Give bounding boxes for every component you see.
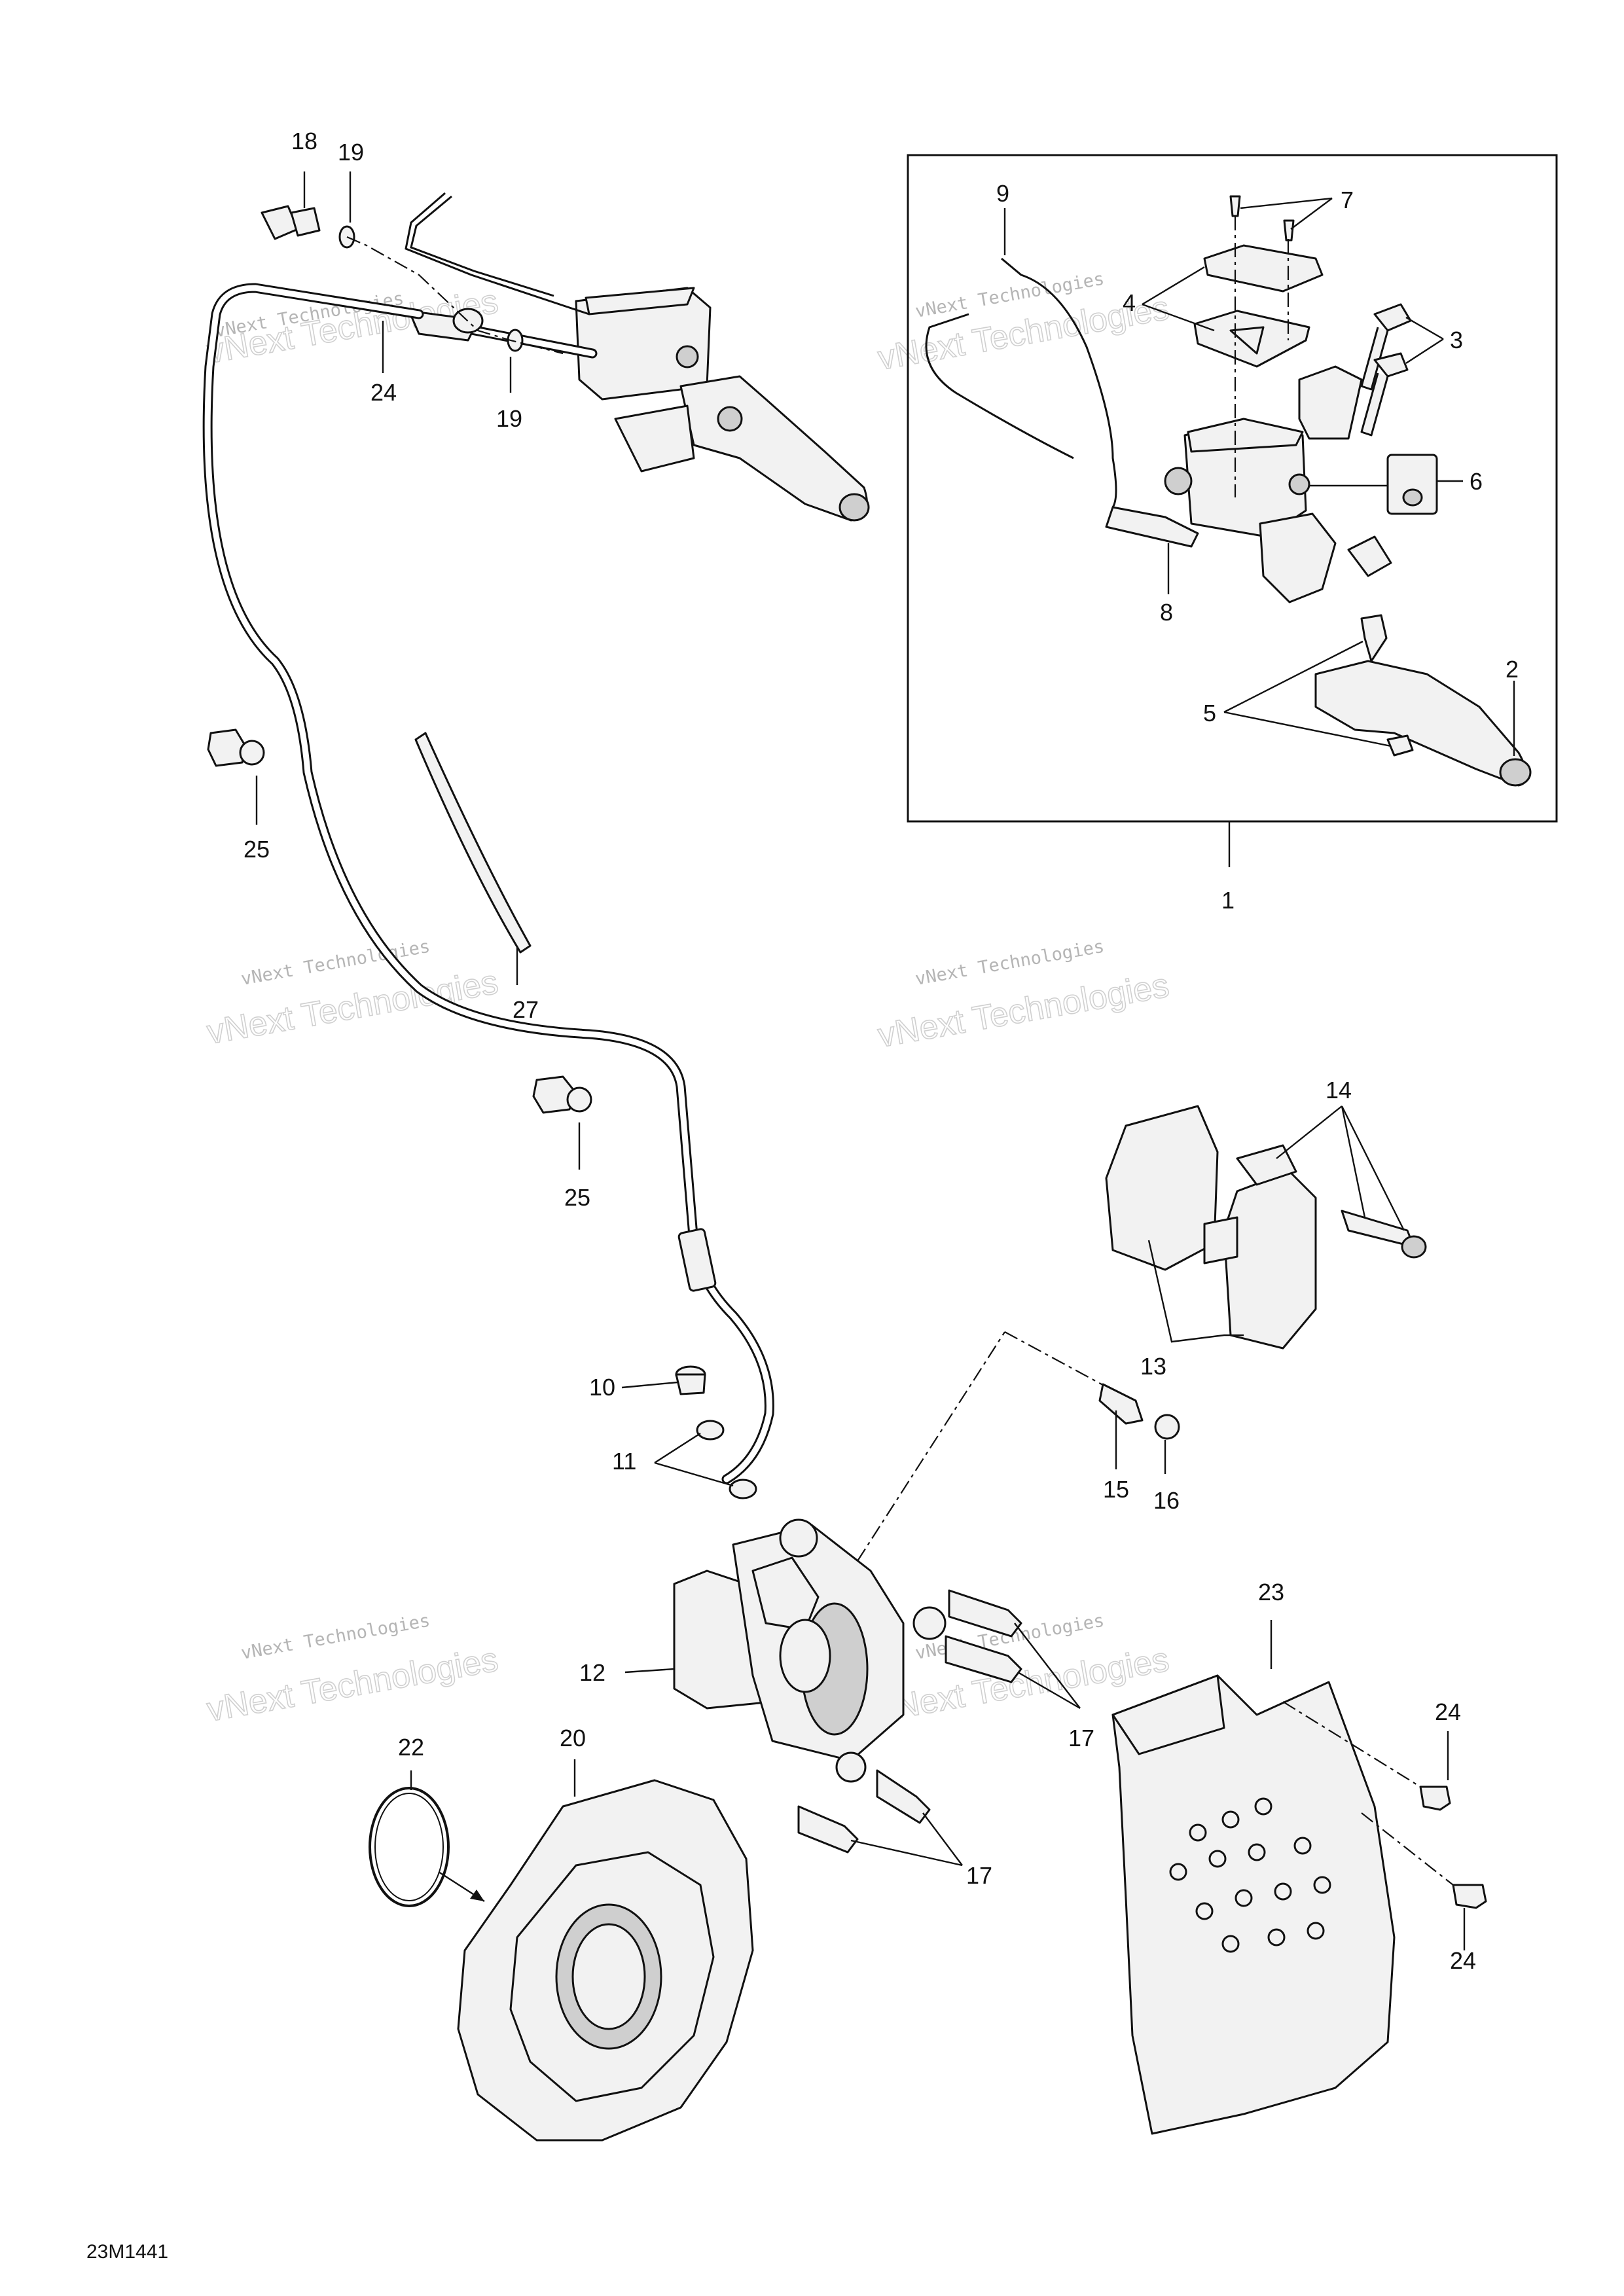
inset-frame <box>907 154 1558 823</box>
callout-24-lower: 24 <box>1450 1947 1476 1974</box>
watermark-4: vNext Technologies vNext Technologies <box>875 937 1172 1056</box>
watermark-5: vNext Technologies vNext Technologies <box>204 1611 501 1730</box>
callout-5: 5 <box>1203 700 1216 726</box>
callout-25-upper: 25 <box>244 836 270 863</box>
callout-9: 9 <box>996 180 1009 207</box>
callout-16: 16 <box>1153 1487 1180 1514</box>
brake-disc <box>457 1779 754 2142</box>
callout-19-bottom: 19 <box>496 405 522 432</box>
caliper-bolts <box>797 1589 1022 1854</box>
washer-19-bottom <box>507 329 524 352</box>
callout-22: 22 <box>398 1734 424 1761</box>
bleeder-screw <box>675 1365 706 1395</box>
centerline-screw-lower <box>1361 1812 1454 1886</box>
callout-12: 12 <box>579 1659 605 1686</box>
hose-clamp-upper <box>207 728 265 767</box>
bleeder-valve <box>1098 1383 1144 1425</box>
diagram-code: 23M1441 <box>86 2241 168 2263</box>
callout-labels: 18 19 24 19 9 7 4 3 6 8 2 5 1 25 27 25 1… <box>86 128 1519 2263</box>
callout-26: 24 <box>370 379 397 406</box>
callout-6: 6 <box>1470 468 1483 495</box>
brake-pads <box>1105 1105 1427 1350</box>
guard-screw-lower <box>1452 1884 1487 1909</box>
callout-27: 27 <box>513 996 539 1023</box>
brake-caliper <box>673 1518 947 1783</box>
leader-lines <box>255 171 1515 1950</box>
hose-clamp-lower <box>532 1075 592 1114</box>
o-ring <box>369 1787 450 1907</box>
guard-screw-upper <box>1419 1785 1451 1811</box>
callout-13: 13 <box>1140 1353 1166 1380</box>
switch-wire <box>405 192 590 315</box>
callout-19-top: 19 <box>338 139 364 166</box>
centerline-bleeder <box>857 1331 1005 1562</box>
sealing-washer-1 <box>696 1420 725 1441</box>
inset-parts <box>925 195 1532 787</box>
banjo-bolt <box>261 205 321 240</box>
callout-17-upper: 17 <box>1068 1725 1094 1751</box>
bleeder-cap <box>1154 1414 1180 1440</box>
callout-10: 10 <box>589 1374 615 1401</box>
callout-3: 3 <box>1450 327 1463 353</box>
sealing-washer-2 <box>729 1479 757 1499</box>
callout-20: 20 <box>560 1725 586 1751</box>
callout-8: 8 <box>1160 599 1173 626</box>
disc-guard <box>1111 1674 1396 2135</box>
callout-2: 2 <box>1506 656 1519 683</box>
watermark-2: vNext Technologies vNext Technologies <box>875 269 1172 378</box>
svg-text:vNext Technologies: vNext Technologies <box>240 1611 432 1664</box>
callout-23: 23 <box>1258 1579 1284 1605</box>
callout-7: 7 <box>1341 187 1354 213</box>
brake-hose <box>202 283 774 1484</box>
callout-25-lower: 25 <box>564 1184 590 1211</box>
callout-15: 15 <box>1103 1476 1129 1503</box>
callout-1: 1 <box>1221 887 1235 914</box>
callout-24-upper: 24 <box>1435 1698 1461 1725</box>
watermarks: vNext Technologies vNext Technologies vN… <box>204 269 1172 1730</box>
master-cylinder-assembly <box>453 287 870 522</box>
watermark-3: vNext Technologies vNext Technologies <box>204 937 501 1052</box>
centerline-screw-upper <box>1282 1701 1421 1787</box>
protective-sleeve <box>414 732 532 954</box>
callout-4: 4 <box>1123 289 1136 316</box>
callout-11: 11 <box>612 1448 636 1475</box>
callout-14: 14 <box>1326 1077 1352 1103</box>
callout-18: 18 <box>291 128 317 154</box>
callout-17-lower: 17 <box>966 1862 992 1889</box>
